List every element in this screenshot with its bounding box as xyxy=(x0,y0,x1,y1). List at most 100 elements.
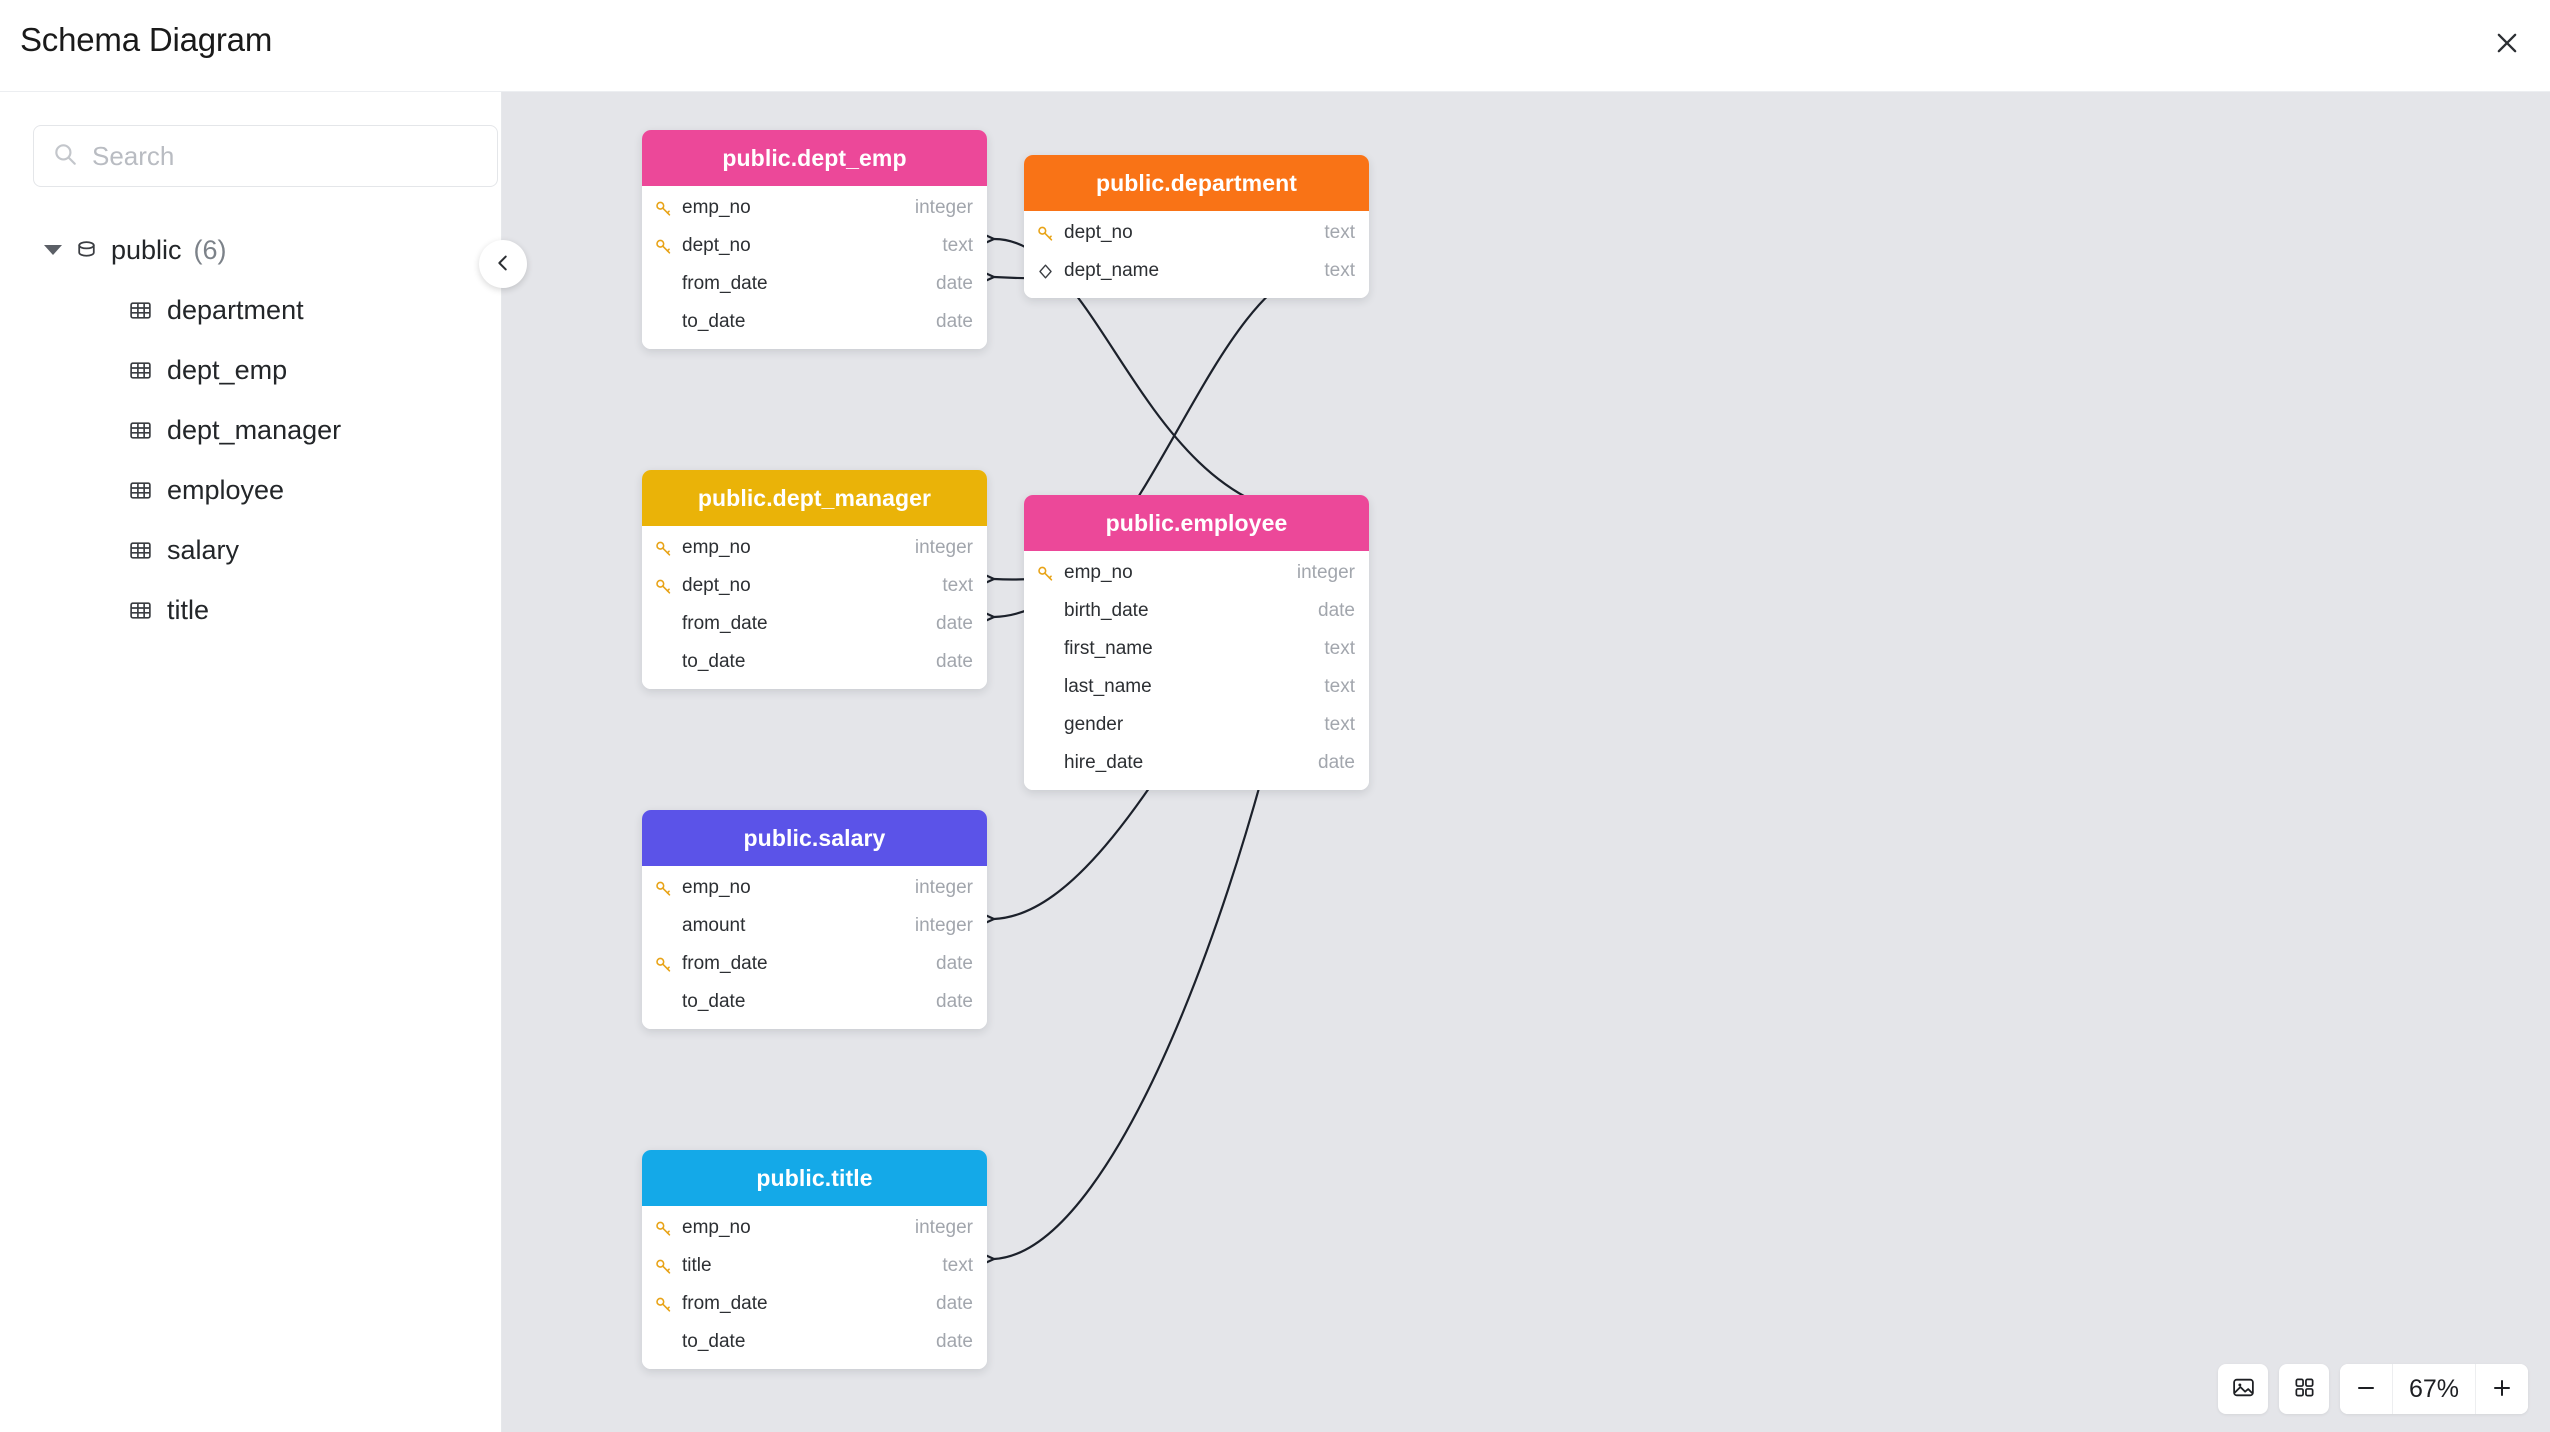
sidebar-table-department[interactable]: department xyxy=(0,280,502,340)
chevron-down-icon[interactable] xyxy=(44,245,62,255)
field-name: from_date xyxy=(682,953,768,974)
primary-key-icon xyxy=(654,237,673,256)
table-icon xyxy=(128,478,153,503)
field-type: text xyxy=(1324,260,1355,281)
field-type: integer xyxy=(1296,562,1355,583)
no-key-icon xyxy=(1036,754,1055,773)
field-name: from_date xyxy=(682,1293,768,1314)
schema-table-count: (6) xyxy=(193,234,227,265)
sidebar-table-dept_emp[interactable]: dept_emp xyxy=(0,340,502,400)
search-box[interactable] xyxy=(33,125,498,187)
field-type: integer xyxy=(914,197,973,218)
field-type: integer xyxy=(914,915,973,936)
search-input[interactable] xyxy=(92,140,479,172)
app-header: Schema Diagram xyxy=(0,0,2550,92)
field-name: emp_no xyxy=(682,197,751,218)
table-field-row[interactable]: dept_no text xyxy=(642,227,987,265)
primary-key-icon xyxy=(654,539,673,558)
field-type: integer xyxy=(914,877,973,898)
field-name: dept_no xyxy=(682,235,751,256)
no-key-icon xyxy=(1036,640,1055,659)
field-name: birth_date xyxy=(1064,600,1149,621)
table-field-row[interactable]: emp_no integer xyxy=(642,869,987,907)
table-icon xyxy=(128,298,153,323)
grid-icon xyxy=(2293,1376,2316,1402)
primary-key-icon xyxy=(654,199,673,218)
field-type: date xyxy=(936,651,973,672)
no-key-icon xyxy=(1036,602,1055,621)
search-icon xyxy=(52,141,78,172)
export-image-button[interactable] xyxy=(2218,1364,2268,1414)
tree-schema-public[interactable]: public (6) xyxy=(0,220,502,280)
field-type: text xyxy=(942,235,973,256)
table-field-row[interactable]: emp_no integer xyxy=(642,1209,987,1247)
no-key-icon xyxy=(654,313,673,332)
zoom-in-button[interactable] xyxy=(2476,1364,2528,1414)
sidebar: public (6) department dept_emp dept_manage… xyxy=(0,92,502,1432)
close-button[interactable] xyxy=(2480,16,2534,70)
sidebar-table-employee[interactable]: employee xyxy=(0,460,502,520)
page-title: Schema Diagram xyxy=(20,21,273,58)
field-name: emp_no xyxy=(682,877,751,898)
zoom-level-label[interactable]: 67% xyxy=(2392,1364,2476,1414)
sidebar-table-title[interactable]: title xyxy=(0,580,502,640)
field-type: integer xyxy=(914,1217,973,1238)
no-key-icon xyxy=(654,275,673,294)
auto-layout-button[interactable] xyxy=(2279,1364,2329,1414)
sidebar-collapse-button[interactable] xyxy=(479,240,527,288)
field-type: date xyxy=(1318,600,1355,621)
canvas-toolbar: 67% xyxy=(2218,1364,2528,1414)
schema-tree: public (6) department dept_emp dept_manage… xyxy=(0,220,502,640)
primary-key-icon xyxy=(654,1219,673,1238)
field-name: emp_no xyxy=(682,1217,751,1238)
table-field-row[interactable]: birth_date date xyxy=(1024,592,1369,630)
field-type: date xyxy=(936,991,973,1012)
field-type: text xyxy=(942,1255,973,1276)
primary-key-icon xyxy=(654,879,673,898)
field-type: text xyxy=(1324,222,1355,243)
field-name: last_name xyxy=(1064,676,1152,697)
field-type: date xyxy=(1318,752,1355,773)
table-field-row[interactable]: emp_no integer xyxy=(642,189,987,227)
close-icon xyxy=(2493,29,2521,57)
no-key-icon xyxy=(654,917,673,936)
sidebar-table-label: dept_emp xyxy=(167,354,288,385)
minus-icon xyxy=(2354,1376,2378,1403)
field-type: text xyxy=(1324,638,1355,659)
sidebar-table-salary[interactable]: salary xyxy=(0,520,502,580)
schema-name: public xyxy=(111,234,182,265)
field-type: date xyxy=(936,273,973,294)
sidebar-table-dept_manager[interactable]: dept_manager xyxy=(0,400,502,460)
zoom-out-button[interactable] xyxy=(2340,1364,2392,1414)
field-type: date xyxy=(936,311,973,332)
